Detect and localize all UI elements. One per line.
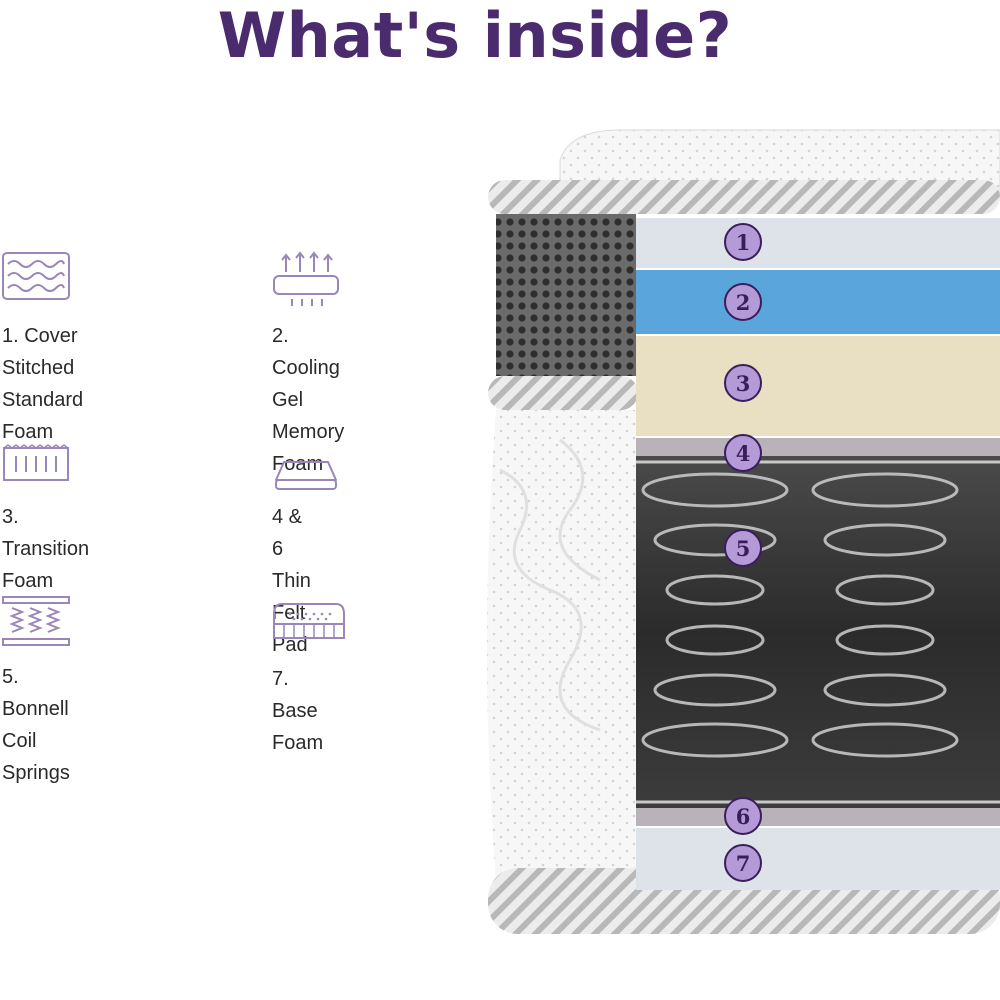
svg-text:4: 4 — [736, 441, 751, 466]
layer-7-base-foam — [636, 828, 1000, 890]
layer-4-felt-pad — [636, 438, 1000, 456]
transition-foam-icon — [3, 444, 69, 481]
svg-text:7: 7 — [736, 851, 751, 876]
base-foam-icon — [273, 603, 345, 639]
layer-badge-6: 6 — [724, 797, 762, 835]
legend-label: 3. Transition Foam — [2, 506, 90, 592]
svg-text:5: 5 — [736, 536, 751, 561]
legend-label: 4 & 6 Thin Felt Pad — [272, 506, 311, 656]
mesh-side-panel — [496, 214, 636, 376]
felt-pad-icon — [275, 461, 337, 490]
legend-label: 2. Cooling Gel Memory Foam — [272, 325, 345, 475]
layer-badge-4: 4 — [724, 434, 762, 472]
svg-text:1: 1 — [736, 230, 751, 255]
layer-6-felt-pad — [636, 808, 1000, 826]
layer-badge-7: 7 — [724, 844, 762, 882]
layer-badge-3: 3 — [724, 364, 762, 402]
layer-1-cover-foam — [636, 218, 1000, 268]
cooling-arrows-icon — [273, 251, 339, 306]
legend-label: 1. Cover Stitched Standard Foam — [2, 325, 84, 443]
middle-piping — [488, 376, 638, 410]
legend-label: 7. Base Foam — [272, 668, 324, 754]
layer-2-cooling-gel — [636, 270, 1000, 334]
layer-badge-2: 2 — [724, 283, 762, 321]
wavy-foam-icon — [2, 252, 70, 300]
layer-3-transition-foam — [636, 336, 1000, 436]
quilted-side-panel — [487, 410, 636, 880]
page-title: What's inside? — [217, 0, 733, 72]
top-piping — [488, 180, 1000, 214]
svg-text:2: 2 — [736, 290, 751, 315]
coil-springs-icon — [2, 596, 70, 646]
layer-badge-1: 1 — [724, 223, 762, 261]
coil-springs — [641, 472, 959, 758]
layer-badge-5: 5 — [724, 529, 762, 567]
svg-text:3: 3 — [736, 371, 751, 396]
svg-text:6: 6 — [736, 804, 751, 829]
legend-label: 5. Bonnell Coil Springs — [2, 666, 70, 784]
